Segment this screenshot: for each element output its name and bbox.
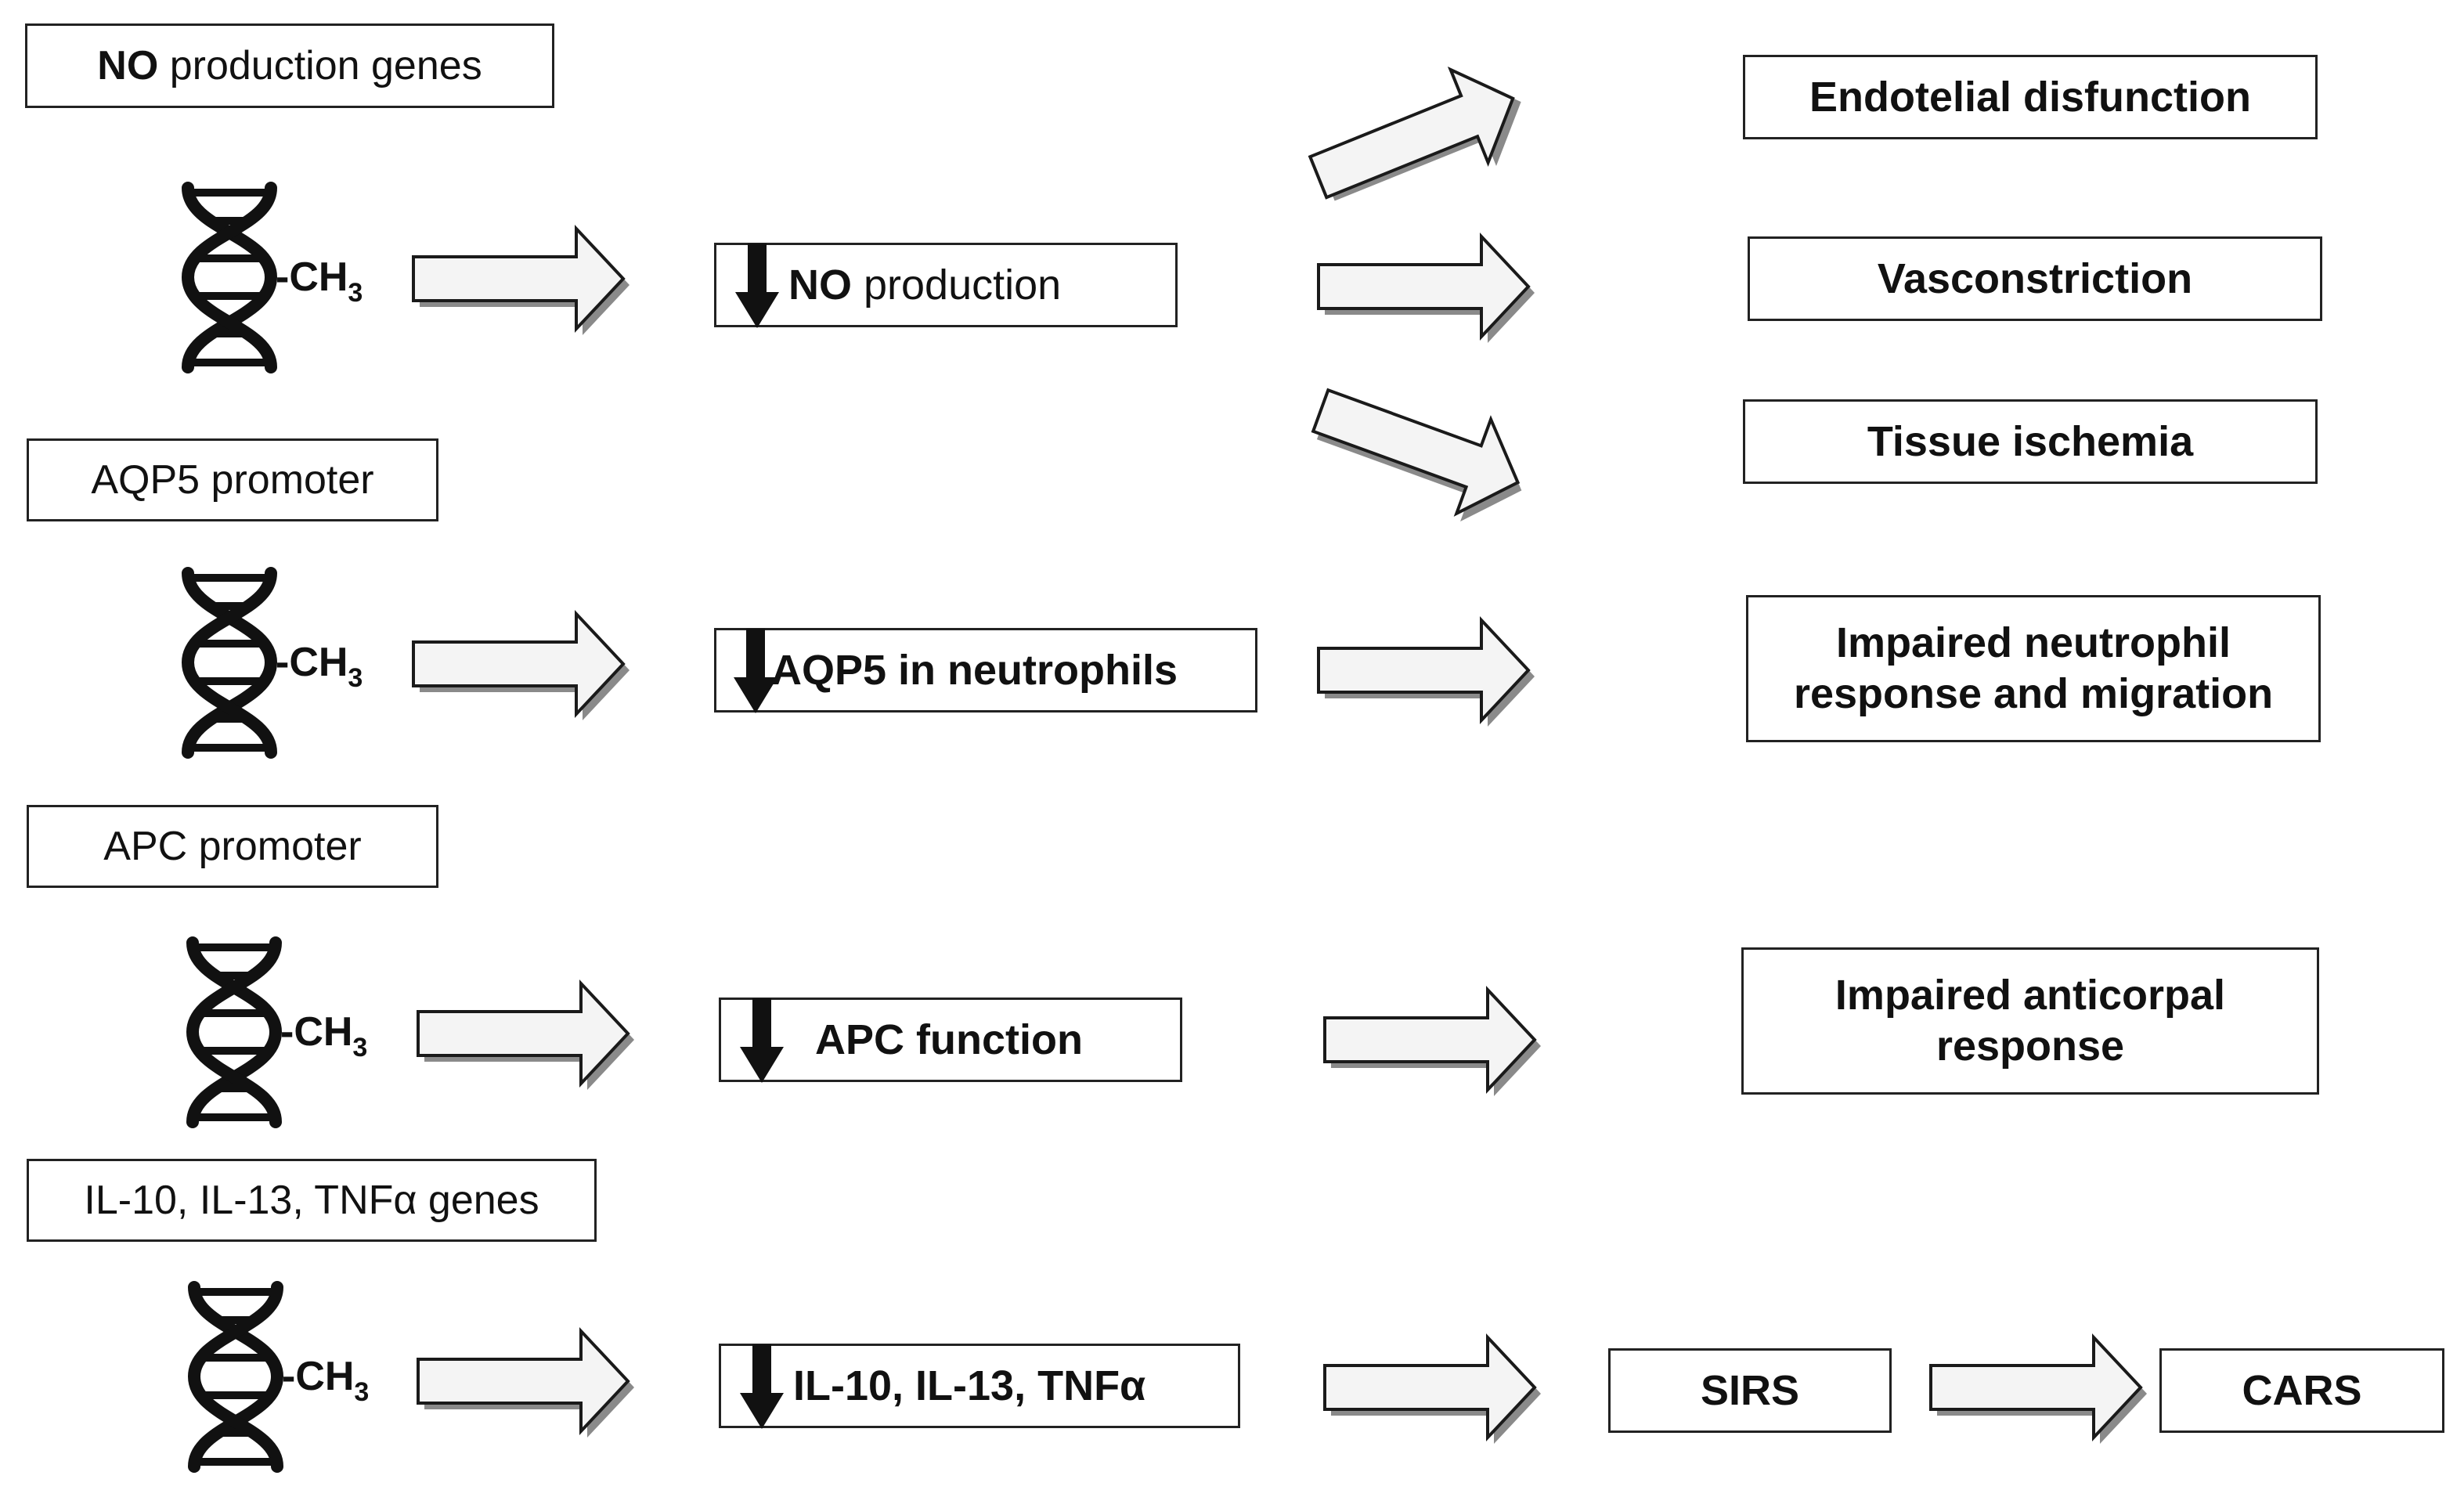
methyl-group: -CH3 xyxy=(276,639,363,693)
outcome-tissue-ischemia: Tissue ischemia xyxy=(1743,399,2318,484)
block-arrow-icon xyxy=(1926,1329,2153,1447)
methyl-subscript: 3 xyxy=(354,1377,370,1407)
dna-icon xyxy=(185,1281,287,1473)
block-arrow-icon xyxy=(1314,612,1541,730)
methyl-subscript: 3 xyxy=(348,663,363,693)
outcome-endotelial-disfunction: Endotelial disfunction xyxy=(1743,55,2318,139)
effect-il-cytokines: IL-10, IL-13, TNFα xyxy=(719,1344,1240,1428)
outcome-sirs: SIRS xyxy=(1608,1348,1892,1433)
label-aqp5-promoter: AQP5 promoter xyxy=(27,438,438,521)
outcome-vasconstriction: Vasconstriction xyxy=(1748,236,2322,321)
methyl-group: -CH3 xyxy=(282,1353,369,1407)
methyl-label: -CH xyxy=(276,640,348,685)
block-arrow-up-icon xyxy=(1292,40,1546,234)
methyl-subscript: 3 xyxy=(352,1033,368,1062)
block-arrow-down-icon xyxy=(1296,355,1549,543)
methyl-label: -CH xyxy=(276,254,348,300)
methyl-group: -CH3 xyxy=(276,254,363,308)
effect-label: AQP5 in neutrophils xyxy=(771,646,1178,694)
methyl-label: -CH xyxy=(280,1009,353,1055)
block-arrow-icon xyxy=(413,1323,640,1441)
label-apc-promoter: APC promoter xyxy=(27,805,438,888)
block-arrow-icon xyxy=(1314,229,1541,346)
dna-icon xyxy=(179,182,280,373)
methyl-subscript: 3 xyxy=(348,278,363,308)
block-arrow-icon xyxy=(409,606,636,723)
effect-aqp5-in-neutrophils: AQP5 in neutrophils xyxy=(714,628,1257,713)
effect-rest: production xyxy=(852,261,1062,308)
label-no-production-genes: NO production genes xyxy=(25,23,554,108)
block-arrow-icon xyxy=(409,221,636,338)
effect-no-production: NO production xyxy=(714,243,1178,327)
down-arrow-icon xyxy=(734,244,781,330)
outcome-impaired-anticorpal-response: Impaired anticorpal response xyxy=(1741,947,2319,1095)
effect-label: IL-10, IL-13, TNFα xyxy=(793,1362,1146,1409)
dna-icon xyxy=(179,567,280,759)
methyl-group: -CH3 xyxy=(280,1008,367,1062)
outcome-impaired-neutrophil-response: Impaired neutrophil response and migrati… xyxy=(1746,595,2321,742)
methyl-label: -CH xyxy=(282,1354,355,1399)
dna-icon xyxy=(183,936,285,1128)
down-arrow-icon xyxy=(738,1344,785,1430)
label-il-genes: IL-10, IL-13, TNFα genes xyxy=(27,1159,597,1242)
down-arrow-icon xyxy=(738,998,785,1084)
effect-apc-function: APC function xyxy=(719,998,1182,1082)
effect-label: APC function xyxy=(815,1016,1083,1063)
label-rest: production genes xyxy=(158,42,482,88)
effect-bold: NO xyxy=(788,261,852,308)
label-bold: NO xyxy=(97,42,159,88)
outcome-cars: CARS xyxy=(2159,1348,2444,1433)
block-arrow-icon xyxy=(413,976,640,1093)
down-arrow-icon xyxy=(732,629,779,715)
block-arrow-icon xyxy=(1320,982,1547,1099)
block-arrow-icon xyxy=(1320,1329,1547,1447)
